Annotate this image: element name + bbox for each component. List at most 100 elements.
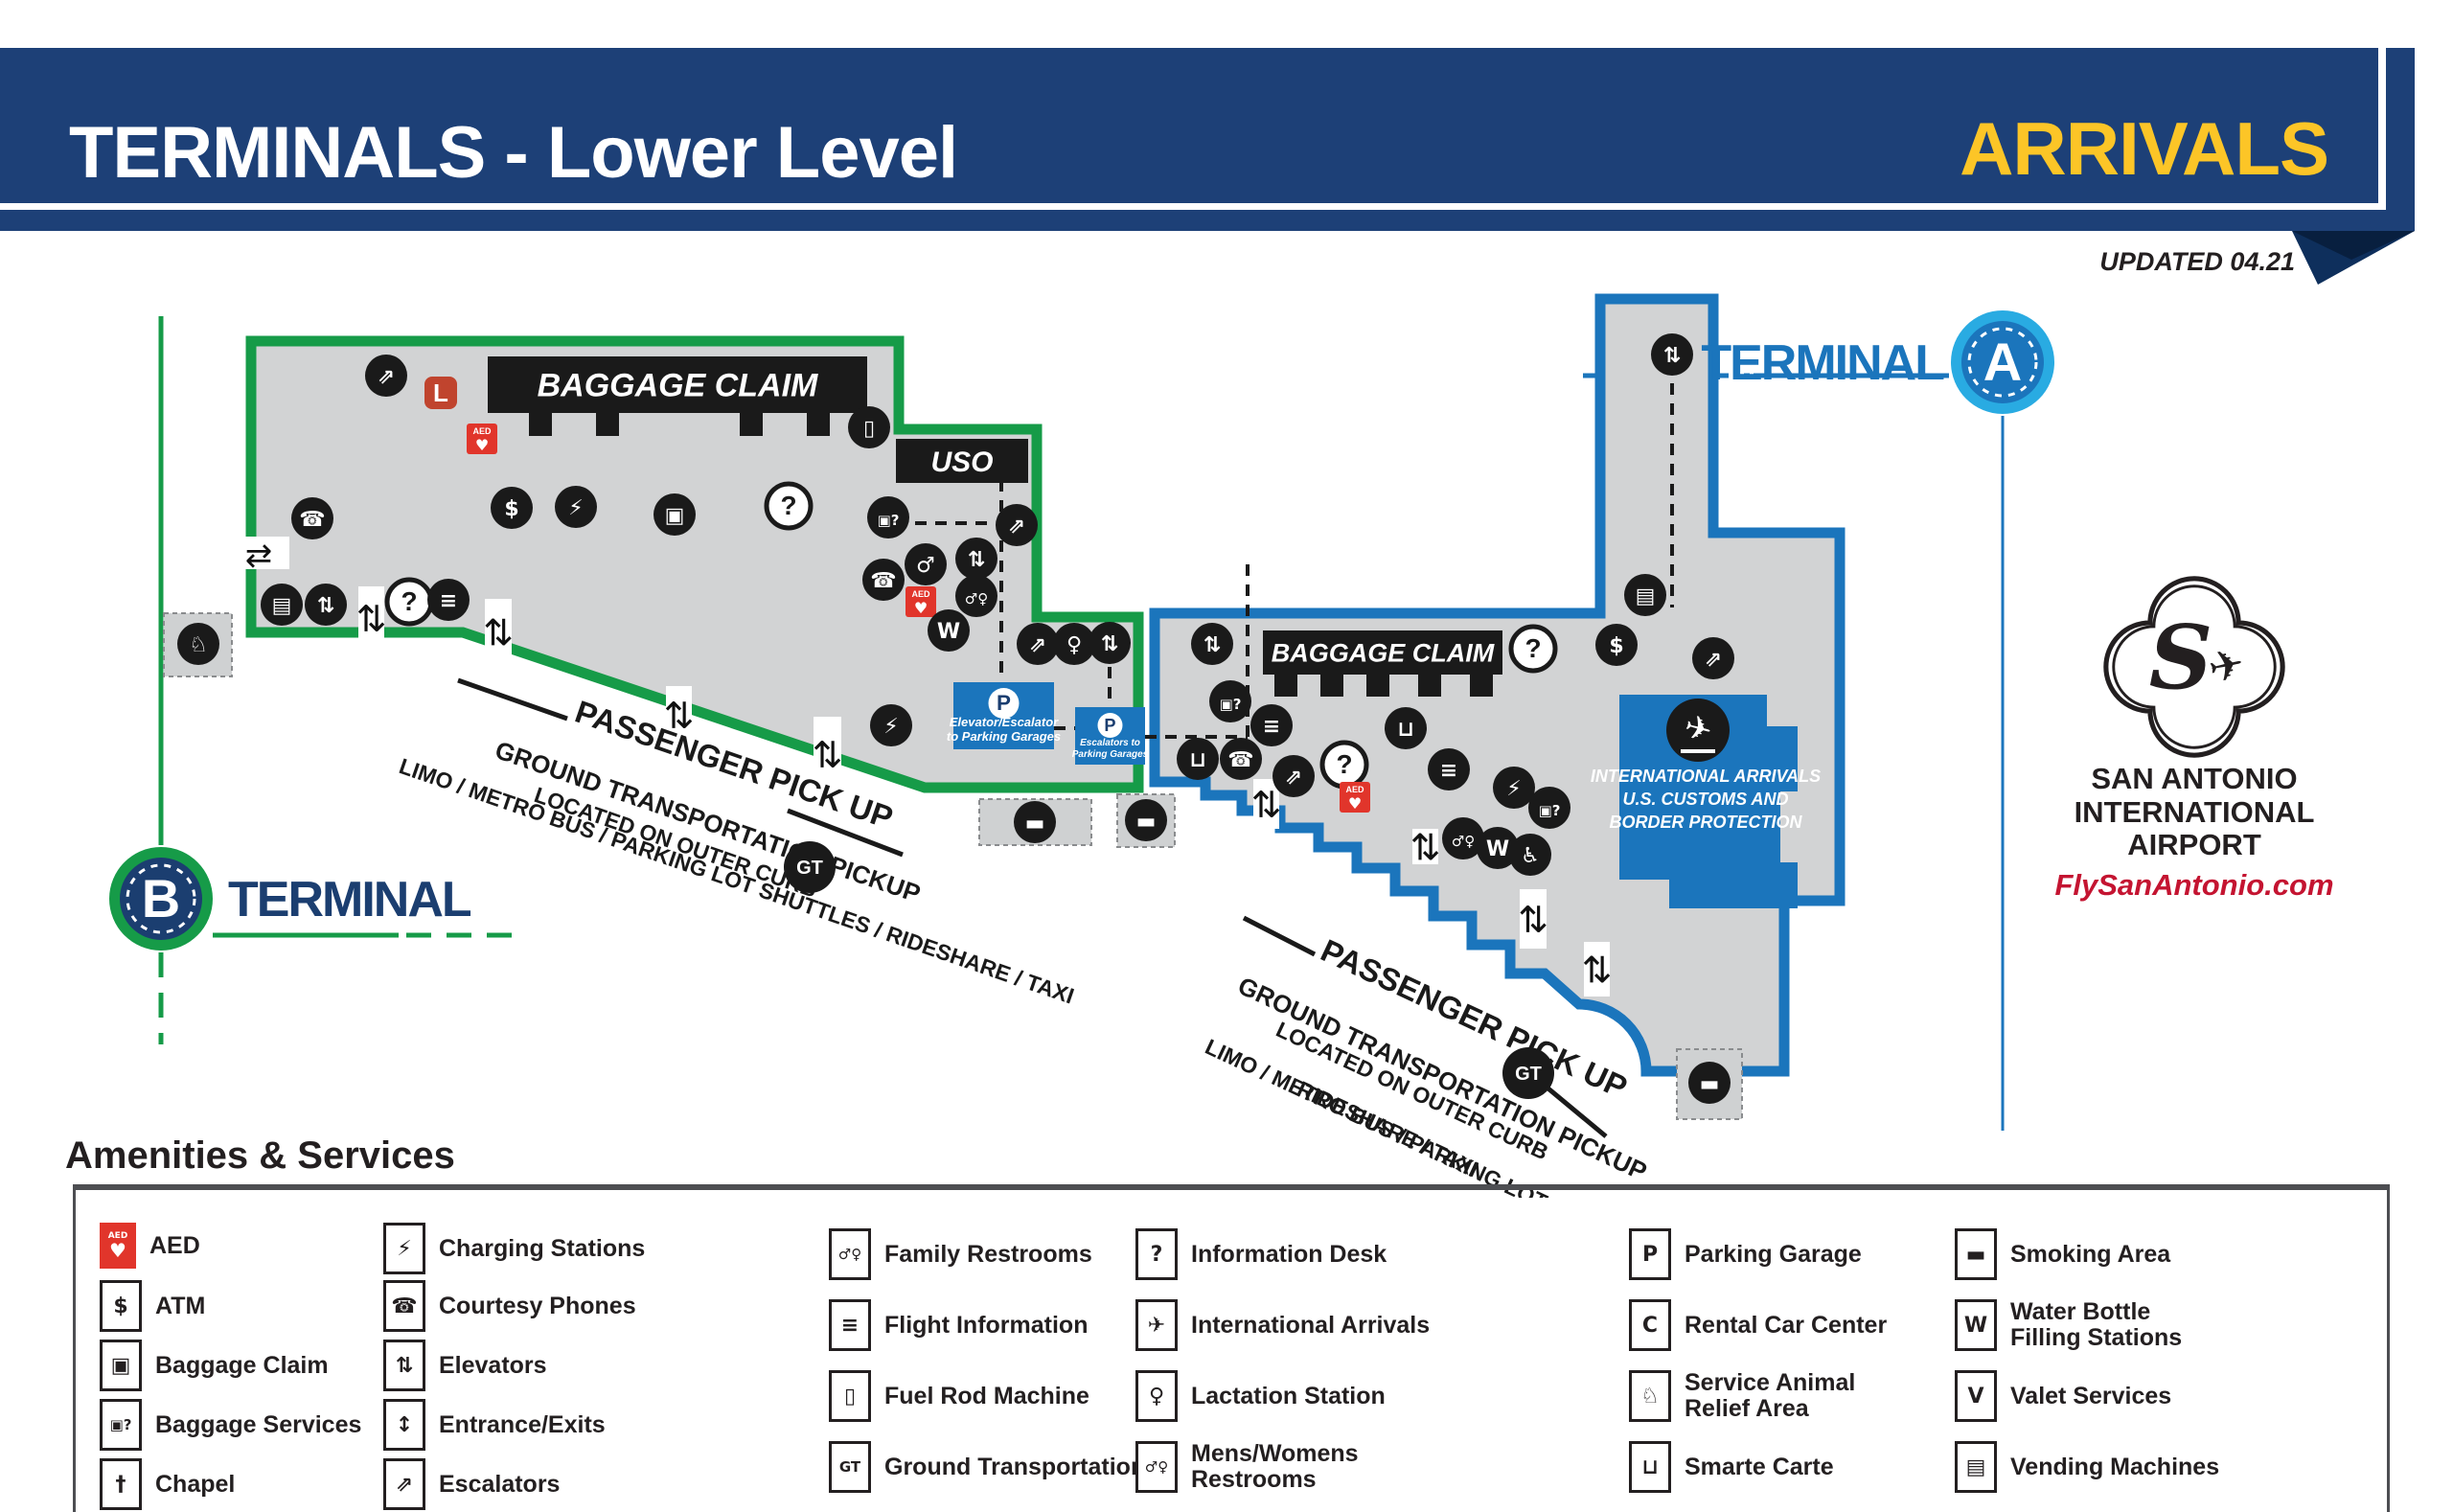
ribbon-fold-shadow [2292, 231, 2415, 260]
aed-icon-box [1340, 782, 1370, 813]
legend-item-baggage-services: ▣?Baggage Services [100, 1399, 361, 1451]
water-bottle-station-icon: W [928, 609, 970, 652]
legend-item-courtesy-phones: ☎Courtesy Phones [383, 1280, 636, 1332]
courtesy-phone-icon-circle [1220, 738, 1262, 780]
baggage-claim-bar-a-stub [1470, 674, 1493, 697]
smarte-carte-icon-glyph: ⊔ [1397, 718, 1414, 742]
smoking-area-icon: ▬ [1014, 801, 1056, 843]
charging-station-icon: ⚡ [555, 486, 597, 528]
vending-machines-icon-circle [1624, 574, 1666, 616]
passenger-pickup-a-leader [1242, 915, 1317, 957]
elevators-icon-glyph: ⇅ [1101, 632, 1118, 656]
quatrefoil-outer [2103, 576, 2285, 758]
baggage-services-icon-circle [867, 496, 909, 538]
aed-icon: AED♥ [100, 1223, 136, 1269]
womens-restroom-icon-glyph: ♀ [1066, 633, 1082, 657]
information-desk-icon-circle [764, 481, 814, 531]
vending-machines-icon-glyph: ▤ [272, 594, 292, 618]
ground-transportation-icon-glyph: GT [1515, 1064, 1542, 1085]
entrance-exit-arrows: ⇅ [1251, 784, 1282, 826]
legend-heading: Amenities & Services [65, 1134, 455, 1177]
information-desk-icon-glyph: ? [1525, 633, 1541, 663]
information-desk-icon: ? [764, 481, 814, 531]
family-restroom-icon: ♂♀ [1442, 817, 1484, 859]
baggage-services-icon-circle [1528, 787, 1570, 829]
terminal-b-badge-dashes [126, 863, 196, 934]
entrance-exits-icon: ↕ [383, 1399, 425, 1451]
lactation-station-icon: ♀ [1135, 1370, 1178, 1422]
ground-transportation-label: Ground Transportation [884, 1453, 1146, 1480]
baggage-services-label: Baggage Services [155, 1410, 362, 1438]
parking-box-escalators-p-circle [1097, 713, 1123, 738]
smoking-area-label: Smoking Area [2010, 1240, 2171, 1268]
service-animal-relief-icon-glyph: ♘ [189, 633, 208, 657]
legend-item-escalators: ⇗Escalators [383, 1458, 560, 1510]
parking-garage-icon: P [1629, 1228, 1671, 1280]
flight-information-icon-circle [1250, 704, 1293, 746]
entrance-exit-arrows: ⇅ [1410, 827, 1441, 869]
information-desk-label: Information Desk [1191, 1240, 1387, 1268]
escalator-icon-circle [996, 504, 1038, 546]
family-restrooms-icon: ♂♀ [829, 1228, 871, 1280]
accessible-restroom-icon-glyph: ♿ [1521, 844, 1540, 868]
fuel-rod-machine-icon-glyph: ▯ [863, 417, 875, 441]
atm-icon: $ [1595, 624, 1638, 666]
aed-icon-label: AED [1345, 785, 1364, 794]
logo-url: FlySanAntonio.com [2054, 868, 2334, 903]
baggage-claim-bar-a-stub [1274, 674, 1297, 697]
water-bottle-station-icon-glyph: W [1486, 837, 1509, 861]
terminal-a-letter: A [1983, 332, 2022, 392]
logo-city: SAN ANTONIO [2091, 762, 2298, 795]
airport-logo: S ✈ SAN ANTONIO INTERNATIONAL AIRPORT Fl… [2017, 571, 2372, 903]
charging-stations-icon: ⚡ [383, 1223, 425, 1274]
entrance-exit-slot [1253, 779, 1279, 829]
terminal-a-badge-dashes [1967, 327, 2038, 398]
baggage-services-icon-glyph: ▣? [1539, 802, 1561, 819]
chapel-label: Chapel [155, 1470, 236, 1498]
legend-item-baggage-claim: ▣Baggage Claim [100, 1340, 329, 1391]
aed-icon-heart: ♥ [1348, 794, 1362, 813]
water-bottle-station-icon-circle [1477, 827, 1519, 869]
flight-information-icon: ≡ [1428, 748, 1470, 790]
aed-icon-label: AED [472, 426, 492, 436]
flight-information-icon-circle [1428, 748, 1470, 790]
escalator-icon-glyph: ⇗ [1029, 633, 1046, 657]
charging-station-icon: ⚡ [870, 704, 912, 746]
legend-item-smoking-area: ▬Smoking Area [1955, 1228, 2170, 1280]
baggage-claim-icon-glyph: ▣ [665, 504, 685, 528]
charging-station-icon-circle [1493, 767, 1535, 809]
atm-label: ATM [155, 1292, 206, 1319]
courtesy-phones-icon: ☎ [383, 1280, 425, 1332]
aed-icon-heart: ♥ [475, 436, 489, 454]
elevators-icon: ⇅ [1089, 622, 1131, 664]
baggage-services-icon: ▣? [1528, 787, 1570, 829]
vending-machines-label: Vending Machines [2010, 1453, 2220, 1480]
parking-box-elevator-escalator-label: to Parking Garages [947, 729, 1061, 744]
water-bottle-station-icon-glyph: W [937, 620, 960, 644]
legend-box: AED♥AED$ATM▣Baggage Claim▣?Baggage Servi… [73, 1184, 2390, 1512]
logo-airport: INTERNATIONAL AIRPORT [2074, 794, 2315, 862]
aed-icon-box [467, 424, 497, 454]
smoking-area-icon: ▬ [1688, 1062, 1731, 1104]
womens-restroom-icon: ♀ [1053, 623, 1095, 665]
family-restroom-icon: ♂♀ [955, 575, 997, 617]
uso-bar [896, 439, 1028, 483]
escalator-icon-circle [1272, 755, 1315, 797]
arrivals-badge: ARRIVALS [1960, 106, 2329, 191]
legend-item-international-arrivals: ✈International Arrivals [1135, 1299, 1430, 1351]
escalator-icon: ⇗ [1017, 623, 1059, 665]
legend-item-family-restrooms: ♂♀Family Restrooms [829, 1228, 1092, 1280]
baggage-claim-icon-circle [653, 493, 696, 536]
fuel-rod-machine-icon: ▯ [829, 1370, 871, 1422]
escalator-icon: ⇗ [1692, 637, 1734, 679]
smoking-area-icon-glyph: ▬ [1136, 810, 1157, 834]
vending-machines-icon: ▤ [1955, 1441, 1997, 1493]
